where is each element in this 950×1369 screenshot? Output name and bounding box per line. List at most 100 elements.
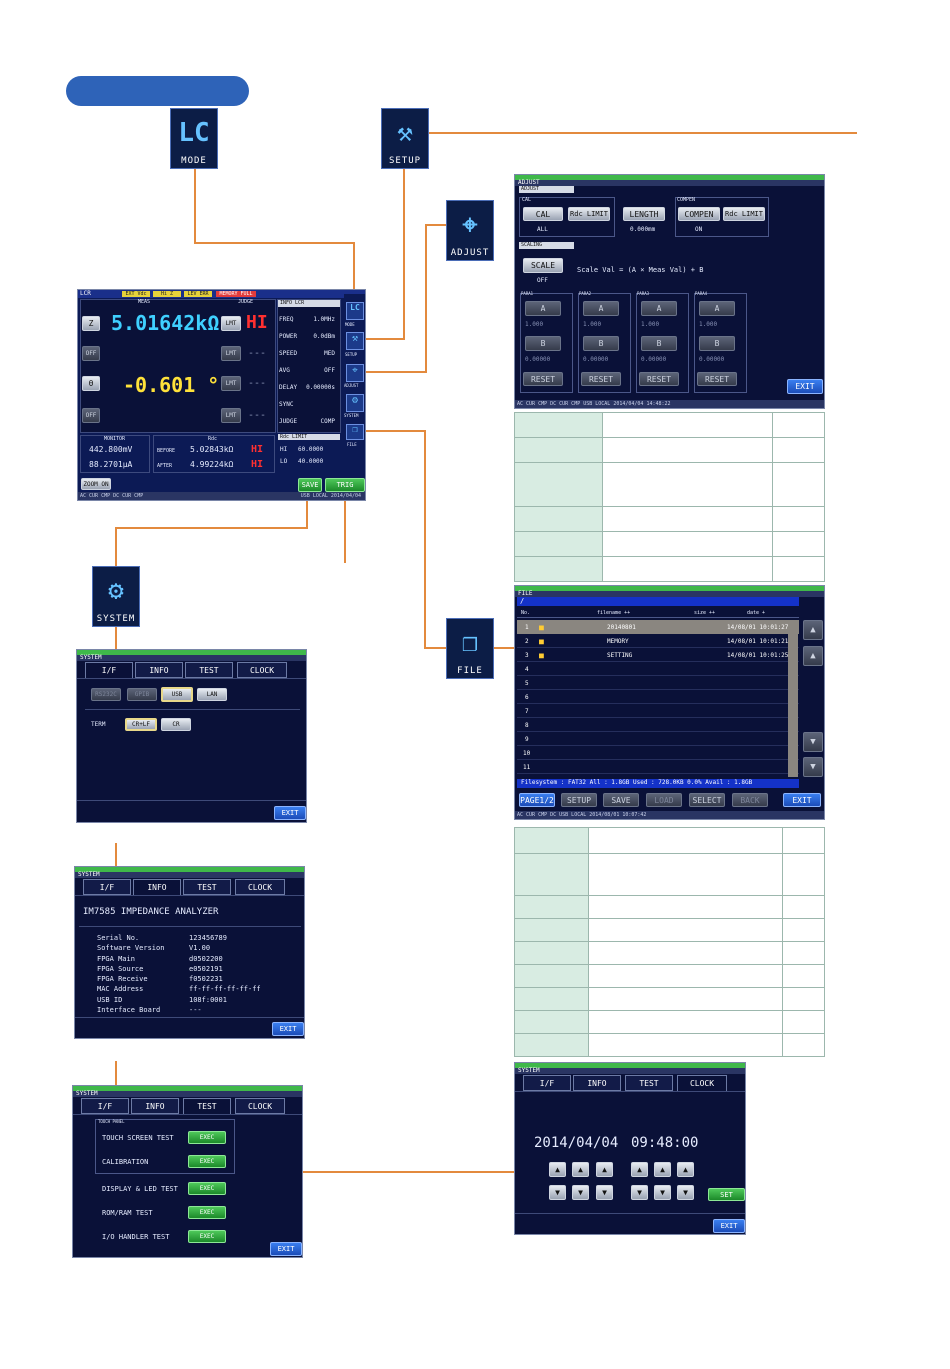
a-button[interactable]: A — [583, 301, 619, 316]
b-button[interactable]: B — [699, 336, 735, 351]
scroll-down-icon[interactable]: ▼ — [803, 732, 823, 752]
set-button[interactable]: SET — [708, 1188, 745, 1201]
file-row[interactable]: 5 — [517, 676, 799, 690]
setup-icon[interactable]: ⚒ SETUP — [381, 108, 429, 169]
side-mode-icon[interactable]: LC — [346, 302, 364, 320]
exec-button[interactable]: EXEC — [188, 1206, 226, 1219]
tab-test[interactable]: TEST — [185, 662, 233, 678]
down-icon[interactable]: ▼ — [596, 1185, 613, 1200]
off-button-2[interactable]: OFF — [82, 408, 100, 423]
file-row[interactable]: 8 — [517, 718, 799, 732]
scale-button[interactable]: SCALE — [523, 258, 563, 273]
tab-if[interactable]: I/F — [83, 879, 131, 895]
side-setup-icon[interactable]: ⚒ — [346, 332, 364, 350]
lmt-button-2[interactable]: LMT — [221, 346, 241, 361]
lan-button[interactable]: LAN — [197, 688, 227, 701]
side-adjust-icon[interactable]: ⌖ — [346, 364, 364, 382]
cr-button[interactable]: CR — [161, 718, 191, 731]
page-down-icon[interactable]: ▼ — [803, 757, 823, 777]
side-file-icon[interactable]: ❐ — [346, 424, 364, 440]
tab-if[interactable]: I/F — [85, 662, 133, 678]
back-button[interactable]: BACK — [732, 793, 768, 807]
up-icon[interactable]: ▲ — [572, 1162, 589, 1177]
zoom-on-button[interactable]: ZOOM ON — [81, 478, 111, 490]
tab-clock[interactable]: CLOCK — [235, 879, 285, 895]
tab-test[interactable]: TEST — [183, 1098, 231, 1114]
reset-button[interactable]: RESET — [523, 372, 563, 386]
compen-button[interactable]: COMPEN — [678, 207, 720, 221]
down-icon[interactable]: ▼ — [631, 1185, 648, 1200]
save-button[interactable]: SAVE — [298, 478, 322, 492]
tab-clock[interactable]: CLOCK — [237, 662, 287, 678]
lmt-button-4[interactable]: LMT — [221, 408, 241, 423]
tab-info[interactable]: INFO — [135, 662, 183, 678]
a-button[interactable]: A — [525, 301, 561, 316]
reset-button[interactable]: RESET — [639, 372, 679, 386]
scrollbar[interactable] — [788, 622, 798, 777]
trig-button[interactable]: TRIG — [325, 478, 365, 492]
exit-button[interactable]: EXIT — [787, 379, 823, 394]
file-row[interactable]: 7 — [517, 704, 799, 718]
side-system-icon[interactable]: ⚙ — [346, 394, 364, 412]
scroll-up-icon[interactable]: ▲ — [803, 646, 823, 666]
down-icon[interactable]: ▼ — [654, 1185, 671, 1200]
file-row[interactable]: 9 — [517, 732, 799, 746]
down-icon[interactable]: ▼ — [677, 1185, 694, 1200]
exit-button[interactable]: EXIT — [270, 1242, 302, 1256]
exec-button[interactable]: EXEC — [188, 1131, 226, 1144]
up-icon[interactable]: ▲ — [549, 1162, 566, 1177]
tab-clock[interactable]: CLOCK — [235, 1098, 285, 1114]
crlf-button[interactable]: CR+LF — [125, 718, 157, 731]
param2-button[interactable]: θ — [82, 376, 100, 391]
gpib-button[interactable]: GPIB — [127, 688, 157, 701]
param1-button[interactable]: Z — [82, 316, 100, 331]
exec-button[interactable]: EXEC — [188, 1230, 226, 1243]
file-row[interactable]: 4 — [517, 662, 799, 676]
a-button[interactable]: A — [699, 301, 735, 316]
tab-test[interactable]: TEST — [625, 1075, 673, 1091]
file-row[interactable]: 6 — [517, 690, 799, 704]
system-icon[interactable]: ⚙ SYSTEM — [92, 566, 140, 627]
exit-button[interactable]: EXIT — [272, 1022, 304, 1036]
tab-info[interactable]: INFO — [133, 879, 181, 895]
reset-button[interactable]: RESET — [581, 372, 621, 386]
rs232c-button[interactable]: RS232C — [91, 688, 121, 701]
down-icon[interactable]: ▼ — [572, 1185, 589, 1200]
file-row[interactable]: 10 — [517, 746, 799, 760]
off-button-1[interactable]: OFF — [82, 346, 100, 361]
exit-button[interactable]: EXIT — [713, 1219, 745, 1233]
rdc-limit-compen-button[interactable]: Rdc LIMIT — [723, 207, 765, 221]
b-button[interactable]: B — [641, 336, 677, 351]
up-icon[interactable]: ▲ — [677, 1162, 694, 1177]
tab-test[interactable]: TEST — [183, 879, 231, 895]
tab-if[interactable]: I/F — [81, 1098, 129, 1114]
load-button[interactable]: LOAD — [646, 793, 682, 807]
up-icon[interactable]: ▲ — [596, 1162, 613, 1177]
setup-button[interactable]: SETUP — [561, 793, 597, 807]
exec-button[interactable]: EXEC — [188, 1182, 226, 1195]
rdc-limit-button[interactable]: Rdc LIMIT — [568, 207, 610, 221]
exit-button[interactable]: EXIT — [783, 793, 821, 807]
up-icon[interactable]: ▲ — [654, 1162, 671, 1177]
exit-button[interactable]: EXIT — [274, 806, 306, 820]
select-button[interactable]: SELECT — [689, 793, 725, 807]
b-button[interactable]: B — [525, 336, 561, 351]
b-button[interactable]: B — [583, 336, 619, 351]
tab-info[interactable]: INFO — [131, 1098, 179, 1114]
a-button[interactable]: A — [641, 301, 677, 316]
up-icon[interactable]: ▲ — [631, 1162, 648, 1177]
reset-button[interactable]: RESET — [697, 372, 737, 386]
mode-icon[interactable]: LC MODE — [170, 108, 218, 169]
page-button[interactable]: PAGE1/2 — [519, 793, 555, 807]
usb-button[interactable]: USB — [161, 687, 193, 702]
lmt-button-1[interactable]: LMT — [221, 316, 241, 331]
file-icon[interactable]: ❐ FILE — [446, 618, 494, 679]
exec-button[interactable]: EXEC — [188, 1155, 226, 1168]
tab-clock[interactable]: CLOCK — [677, 1075, 727, 1091]
save-button[interactable]: SAVE — [603, 793, 639, 807]
cal-button[interactable]: CAL — [523, 207, 563, 221]
length-button[interactable]: LENGTH — [623, 207, 665, 221]
